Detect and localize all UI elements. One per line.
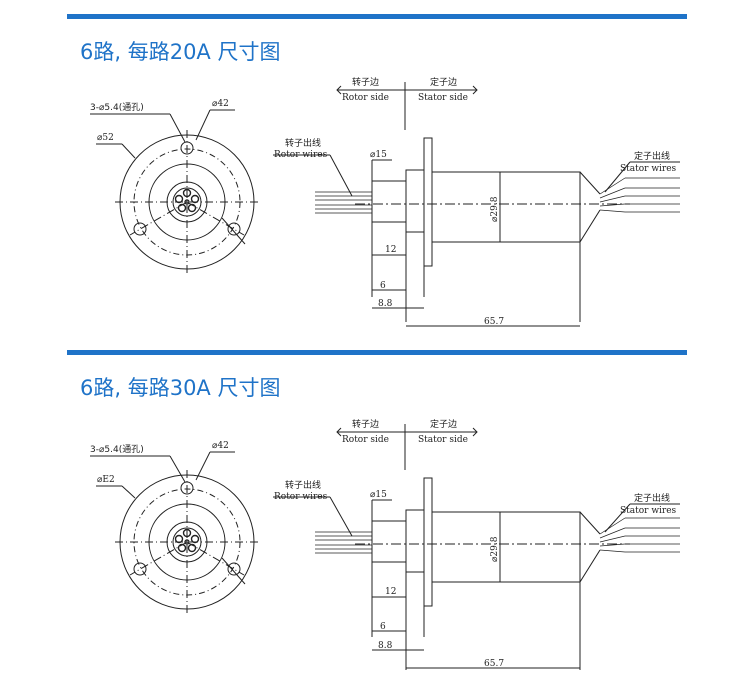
rotor-wire-bundle xyxy=(315,531,372,554)
inner-diameter-label: ⌀42 xyxy=(212,441,229,451)
rotor-side-en: Rotor side xyxy=(342,435,389,445)
rotor-collar xyxy=(405,509,425,573)
rotor-side-cn: 转子边 xyxy=(352,76,379,88)
mount-hole xyxy=(227,222,241,236)
shaft-diameter-label: ⌀15 xyxy=(370,490,387,500)
mount-hole xyxy=(133,562,147,576)
body-diameter-label: ⌀29.8 xyxy=(490,196,500,222)
side-view xyxy=(273,424,680,670)
stator-wire-bundle xyxy=(599,177,680,213)
front-view xyxy=(90,451,259,614)
stator-side-en: Stator side xyxy=(418,93,468,103)
rotor-wires-cn: 转子出线 xyxy=(285,479,321,491)
side-view xyxy=(273,82,680,327)
outer-diameter-label: ⌀52 xyxy=(97,133,114,143)
stator-side-cn: 定子边 xyxy=(430,76,457,88)
stator-wire-bundle xyxy=(599,517,680,553)
length-6-label: 6 xyxy=(380,622,386,632)
rotor-wire-bundle xyxy=(315,191,372,214)
rotor-wires-cn: 转子出线 xyxy=(285,137,321,149)
stator-wires-en: Stator wires xyxy=(620,164,677,174)
mount-hole xyxy=(133,222,147,236)
front-view xyxy=(90,109,259,274)
length-total-label: 65.7 xyxy=(484,317,504,327)
flange xyxy=(423,137,433,267)
section-title: 6路, 每路20A 尺寸图 xyxy=(80,40,281,64)
stator-wires-en: Stator wires xyxy=(620,506,677,516)
body xyxy=(431,171,581,243)
drawing-section-2: 3-⌀5.4(通孔) ⌀42 ⌀E2 xyxy=(90,418,680,670)
shaft xyxy=(371,520,407,563)
body-diameter-label: ⌀29.8 xyxy=(490,536,500,562)
length-12-label: 12 xyxy=(385,245,396,255)
section-divider xyxy=(67,350,687,355)
shaft xyxy=(371,180,407,223)
flange xyxy=(423,477,433,607)
rotor-side-cn: 转子边 xyxy=(352,418,379,430)
length-6-label: 6 xyxy=(380,281,386,291)
rotor-collar xyxy=(405,169,425,233)
rotor-wires-en: Rotor wires xyxy=(274,492,328,502)
length-8-8-label: 8.8 xyxy=(378,299,393,309)
holes-label: 3-⌀5.4(通孔) xyxy=(90,102,144,113)
holes-label: 3-⌀5.4(通孔) xyxy=(90,444,144,455)
mount-hole xyxy=(227,562,241,576)
shaft-diameter-label: ⌀15 xyxy=(370,150,387,160)
inner-diameter-label: ⌀42 xyxy=(212,99,229,109)
section-divider xyxy=(67,14,687,19)
drawing-section-1: 3-⌀5.4(通孔) ⌀42 ⌀52 xyxy=(90,76,680,327)
rotor-side-en: Rotor side xyxy=(342,93,389,103)
body xyxy=(431,511,581,583)
length-total-label: 65.7 xyxy=(484,659,504,669)
section-title: 6路, 每路30A 尺寸图 xyxy=(80,376,281,400)
stator-side-en: Stator side xyxy=(418,435,468,445)
rotor-wires-en: Rotor wires xyxy=(274,150,328,160)
stator-wires-cn: 定子出线 xyxy=(634,492,670,504)
length-8-8-label: 8.8 xyxy=(378,641,393,651)
length-12-label: 12 xyxy=(385,587,396,597)
outer-diameter-label: ⌀E2 xyxy=(97,475,115,485)
stator-wires-cn: 定子出线 xyxy=(634,150,670,162)
stator-side-cn: 定子边 xyxy=(430,418,457,430)
